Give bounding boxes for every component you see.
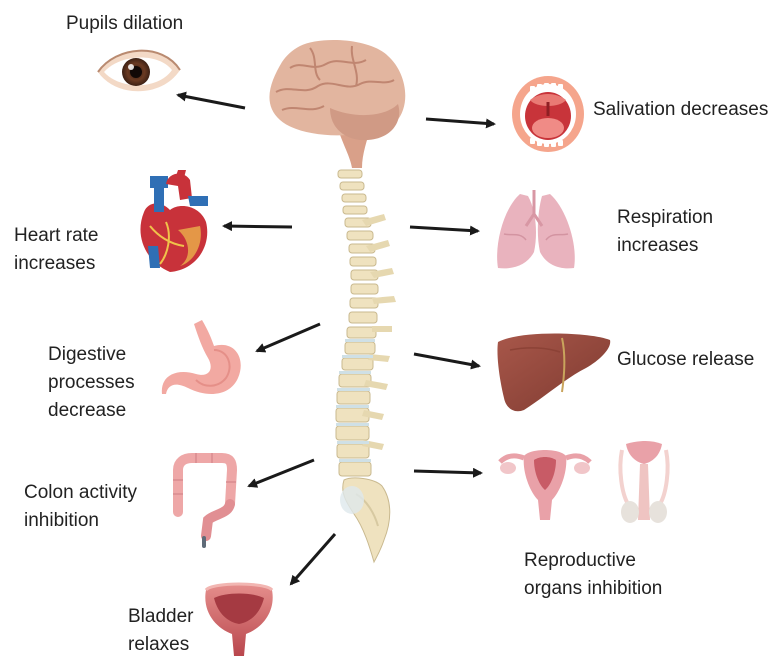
heart-icon: [140, 170, 208, 272]
mouth-icon: [512, 76, 584, 152]
arrow-to-reproductive: [414, 471, 481, 473]
bladder-icon: [205, 584, 272, 656]
spine-icon: [336, 170, 396, 562]
arrow-to-liver: [414, 354, 479, 366]
arrow-to-colon: [249, 460, 314, 486]
arrow-to-stomach: [257, 324, 320, 351]
colon-icon: [178, 458, 232, 546]
arrow-to-heart: [224, 226, 292, 227]
brain-icon: [269, 40, 405, 168]
stomach-icon: [162, 320, 241, 394]
arrow-to-eye: [178, 95, 245, 108]
female-reproductive-icon: [500, 450, 590, 520]
lungs-icon: [497, 190, 575, 268]
eye-icon: [98, 51, 180, 92]
liver-icon: [497, 334, 610, 412]
arrow-to-mouth: [426, 119, 494, 124]
arrow-to-bladder: [291, 534, 335, 584]
male-reproductive-icon: [620, 441, 667, 523]
arrow-to-lungs: [410, 227, 478, 231]
